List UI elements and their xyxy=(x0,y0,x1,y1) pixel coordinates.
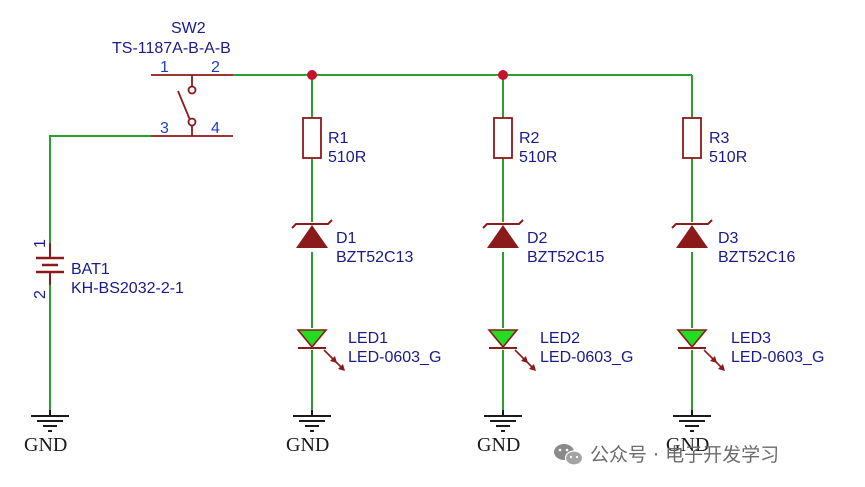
battery-pin-2: 2 xyxy=(32,290,49,299)
r3-value: 510R xyxy=(709,149,747,166)
zener-d3 xyxy=(671,219,713,248)
ground-icon xyxy=(31,410,69,432)
junctions xyxy=(307,70,508,80)
led-led3 xyxy=(676,329,725,371)
led-triangle xyxy=(676,329,708,349)
switch-part: TS-1187A-B-A-B xyxy=(112,40,231,57)
resistor-r2 xyxy=(493,117,513,159)
ground-label: GND xyxy=(666,434,709,456)
led1-designator: LED1 xyxy=(348,330,388,347)
junction-dot xyxy=(307,70,317,80)
d1-part: BZT52C13 xyxy=(336,249,413,266)
zener-triangle xyxy=(676,225,708,248)
led2-designator: LED2 xyxy=(540,330,580,347)
zener-d2 xyxy=(482,219,524,248)
led-triangle xyxy=(296,329,328,349)
d2-designator: D2 xyxy=(527,230,548,247)
resistor-body xyxy=(493,117,513,159)
d2-part: BZT52C15 xyxy=(527,249,604,266)
switch-lever xyxy=(177,90,191,121)
battery-pin-1: 1 xyxy=(32,239,49,248)
led2-part: LED-0603_G xyxy=(540,349,633,366)
led3-designator: LED3 xyxy=(731,330,771,347)
resistor-body xyxy=(682,117,702,159)
ground-icon xyxy=(673,410,711,432)
r3-designator: R3 xyxy=(709,130,730,147)
led-emission-arrows xyxy=(703,349,725,371)
led-emission-arrows xyxy=(514,349,536,371)
watermark: 公众号 · 电子开发学习 xyxy=(554,444,779,466)
switch-pin-4: 4 xyxy=(211,120,220,137)
led-emission-arrows xyxy=(323,349,345,371)
switch-designator: SW2 xyxy=(171,20,206,37)
battery-feed-wire xyxy=(49,135,151,243)
d1-designator: D1 xyxy=(336,230,357,247)
ground-icon xyxy=(484,410,522,432)
resistor-body xyxy=(302,117,322,159)
switch-pin-3: 3 xyxy=(160,120,169,137)
zener-triangle xyxy=(487,225,519,248)
zener-cathode-bar xyxy=(291,219,333,229)
ground-label: GND xyxy=(477,434,520,456)
d3-part: BZT52C16 xyxy=(718,249,795,266)
switch-contact-top xyxy=(187,85,197,95)
zener-cathode-bar xyxy=(482,219,524,229)
switch-pin-1: 1 xyxy=(160,59,169,76)
wechat-icon xyxy=(554,444,584,466)
led3-part: LED-0603_G xyxy=(731,349,824,366)
led-led1 xyxy=(296,329,345,371)
zener-triangle xyxy=(296,225,328,248)
d3-designator: D3 xyxy=(718,230,739,247)
wires xyxy=(49,74,693,410)
led-led2 xyxy=(487,329,536,371)
ground-symbols xyxy=(31,410,711,432)
led1-part: LED-0603_G xyxy=(348,349,441,366)
watermark-text: 公众号 · 电子开发学习 xyxy=(590,444,779,466)
battery-designator: BAT1 xyxy=(71,261,110,278)
switch-contact-bottom xyxy=(187,117,197,127)
switch-sw2 xyxy=(151,74,233,137)
battery-bat1 xyxy=(36,243,64,285)
zener-d1 xyxy=(291,219,333,248)
zener-cathode-bar xyxy=(671,219,713,229)
resistor-r1 xyxy=(302,117,322,159)
ground-label: GND xyxy=(286,434,329,456)
junction-dot xyxy=(498,70,508,80)
r2-designator: R2 xyxy=(519,130,540,147)
r1-designator: R1 xyxy=(328,130,349,147)
led-triangle xyxy=(487,329,519,349)
r1-value: 510R xyxy=(328,149,366,166)
switch-pin-2: 2 xyxy=(211,59,220,76)
resistor-r3 xyxy=(682,117,702,159)
ground-icon xyxy=(293,410,331,432)
r2-value: 510R xyxy=(519,149,557,166)
ground-label: GND xyxy=(24,434,67,456)
battery-part: KH-BS2032-2-1 xyxy=(71,280,184,297)
